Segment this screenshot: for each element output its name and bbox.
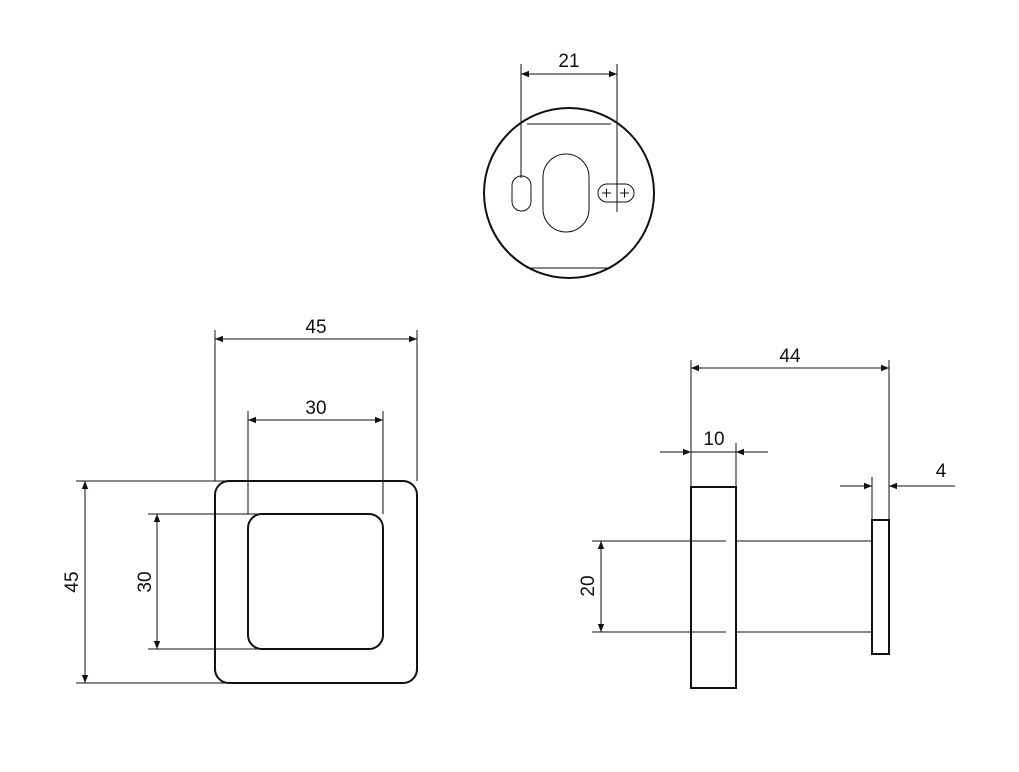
dimension-front-inner-width: 30 — [247, 398, 384, 514]
screw-cross-icon — [602, 188, 629, 198]
dimension-front-outer-height: 45 — [62, 480, 225, 684]
dimension-front-outer-width: 45 — [214, 317, 418, 481]
dimension-front-inner-height: 30 — [135, 513, 258, 650]
label-front-inner-height: 30 — [135, 571, 156, 592]
label-side-knob-thickness: 4 — [936, 461, 947, 482]
dimension-side-knob-thickness: 4 — [840, 461, 955, 520]
mounting-plate-outline — [483, 107, 655, 279]
side-view: 44 10 4 20 — [578, 346, 955, 689]
outer-square — [214, 480, 418, 684]
dimension-top-slot-spacing: 21 — [520, 51, 618, 212]
knob-profile — [871, 519, 890, 655]
front-view: 45 30 45 30 — [62, 317, 418, 684]
dimension-side-total-length: 44 — [690, 346, 890, 520]
rosette-profile — [690, 486, 737, 689]
top-view: 21 — [483, 51, 655, 279]
label-front-inner-width: 30 — [305, 398, 326, 419]
small-slot — [511, 175, 532, 212]
dimension-side-shaft-diameter: 20 — [578, 540, 726, 633]
screw-slot — [597, 183, 635, 203]
inner-square — [247, 513, 384, 650]
center-oval-opening — [542, 153, 590, 233]
dimension-side-rosette-thickness: 10 — [660, 429, 768, 487]
label-side-rosette-thickness: 10 — [703, 429, 724, 450]
label-side-shaft-diameter: 20 — [578, 575, 599, 596]
label-side-total-length: 44 — [779, 346, 801, 367]
label-front-outer-width: 45 — [305, 317, 326, 338]
label-front-outer-height: 45 — [62, 571, 83, 592]
label-top-slot-spacing: 21 — [558, 51, 579, 72]
